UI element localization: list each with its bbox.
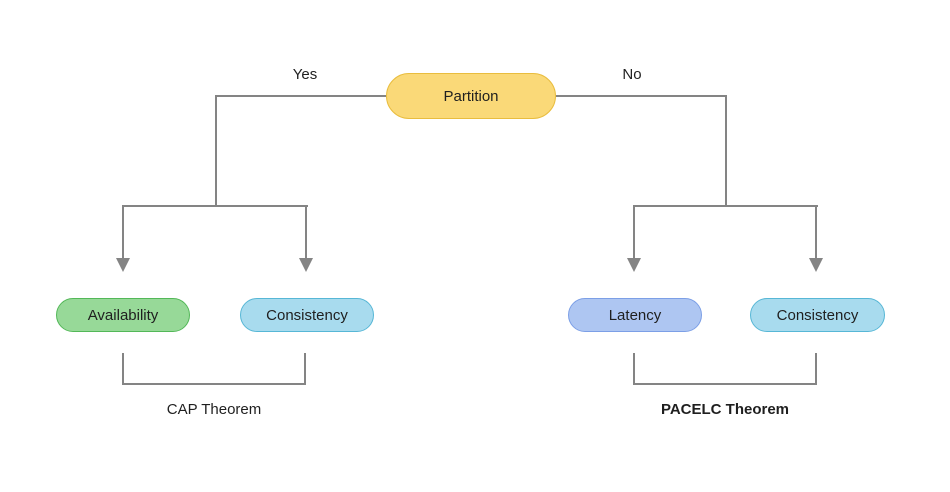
- consistency-right-node-label: Consistency: [776, 306, 859, 324]
- connector-root-left: [215, 95, 386, 97]
- yes-branch-label: Yes: [292, 66, 318, 83]
- pacelc-group-bracket: [633, 353, 817, 385]
- latency-node-label: Latency: [608, 306, 662, 324]
- pacelc-theorem-caption: PACELC Theorem: [660, 401, 790, 418]
- latency-node: Latency: [568, 298, 702, 332]
- consistency-right-node: Consistency: [750, 298, 885, 332]
- left-drop-consistency: [305, 205, 307, 260]
- consistency-left-node-label: Consistency: [266, 306, 348, 324]
- cap-theorem-caption: CAP Theorem: [166, 401, 262, 418]
- partition-node-label: Partition: [443, 87, 499, 105]
- right-drop-latency: [633, 205, 635, 260]
- left-drop-availability: [122, 205, 124, 260]
- consistency-left-node: Consistency: [240, 298, 374, 332]
- cap-group-bracket: [122, 353, 306, 385]
- arrowhead-consistency-left: [299, 258, 313, 272]
- availability-node-label: Availability: [87, 306, 159, 324]
- arrowhead-consistency-right: [809, 258, 823, 272]
- arrowhead-latency: [627, 258, 641, 272]
- right-branch-split-bar: [633, 205, 818, 207]
- left-branch-stem: [215, 95, 217, 207]
- no-branch-label: No: [622, 66, 642, 83]
- connector-root-right: [556, 95, 727, 97]
- partition-node: Partition: [386, 73, 556, 119]
- right-branch-stem: [725, 95, 727, 207]
- left-branch-split-bar: [122, 205, 308, 207]
- right-drop-consistency: [815, 205, 817, 260]
- arrowhead-availability: [116, 258, 130, 272]
- availability-node: Availability: [56, 298, 190, 332]
